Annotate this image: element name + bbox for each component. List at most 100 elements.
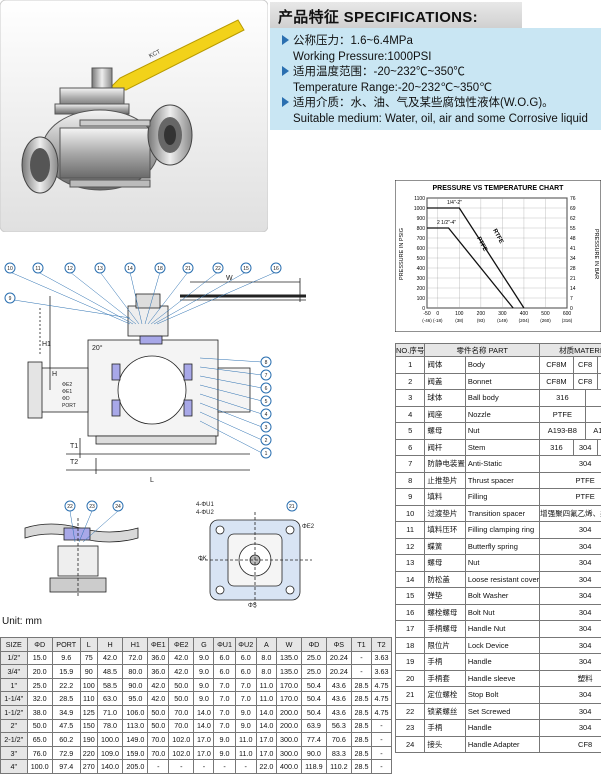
part-material: 2Cr13 — [596, 438, 601, 456]
callout-23: 23 — [78, 500, 98, 543]
dims-cell: 28.5 — [350, 745, 372, 761]
callout-4: 4 — [199, 393, 272, 420]
part-material: 304 — [539, 587, 601, 605]
dims-cell: 4.75 — [370, 704, 393, 720]
dims-cell: 78.0 — [96, 718, 124, 734]
dims-cell: 7.0 — [234, 691, 257, 706]
part-name-en: Lock Device — [464, 636, 541, 654]
callout-21: 21 — [147, 262, 194, 325]
tick-left: 1100 — [414, 196, 425, 202]
dims-cell: 106.0 — [122, 704, 149, 720]
part-name-cn: 手柄螺母 — [424, 620, 466, 638]
dims-header-cell: H1 — [122, 637, 149, 652]
dims-cell: 205.0 — [122, 759, 149, 774]
dim-t2: T2 — [70, 459, 78, 466]
dims-cell: 3/4" — [0, 664, 28, 679]
parts-header-part: 零件名称 PART — [424, 343, 541, 357]
spec-line-text: Working Pressure:1000PSI — [293, 50, 432, 63]
dims-cell: 20.24 — [325, 650, 352, 666]
dims-header-cell: W — [275, 637, 303, 652]
part-no: 15 — [394, 587, 426, 605]
table-row: 2阀盖BonnetCF8MCF8WCB — [394, 372, 601, 390]
spec-line-3: Temperature Range:-20~232℃~350℃ — [282, 81, 492, 95]
dims-cell: 58.5 — [96, 677, 124, 693]
dims-cell: 77.4 — [301, 732, 327, 747]
dims-header-cell: H — [96, 637, 124, 652]
part-name-cn: 阀座 — [424, 405, 466, 423]
parts-header-material: 材质MATERIAL — [539, 343, 601, 357]
tick-x: 200 — [477, 311, 486, 317]
dims-cell: 63.9 — [301, 718, 327, 734]
part-name-cn: 止推垫片 — [424, 471, 466, 489]
part-material: 316 — [539, 389, 586, 407]
dims-cell: 20.0 — [26, 664, 53, 679]
triangle-bullet-icon — [282, 97, 289, 107]
parts-header-no: NO.序号 — [394, 343, 426, 357]
dims-cell: 6.0 — [234, 650, 257, 666]
dims-cell: 100 — [79, 677, 98, 693]
dims-cell: 159.0 — [122, 745, 149, 761]
spec-line-text: 公称压力：1.6~6.4MPa — [293, 35, 413, 47]
dims-cell: 14.0 — [193, 718, 215, 734]
tick-x: 100 — [455, 311, 464, 317]
dims-cell: 70.6 — [325, 732, 352, 747]
part-name-cn: 球体 — [424, 389, 466, 407]
part-no: 21 — [394, 686, 426, 704]
tick-left: 1000 — [414, 206, 425, 212]
part-no: 12 — [394, 537, 426, 555]
part-material: CF8 — [572, 372, 598, 390]
svg-text:8: 8 — [265, 360, 268, 366]
dims-cell: 200.0 — [275, 704, 303, 720]
dims-cell: 50.4 — [301, 677, 327, 693]
dims-cell: - — [370, 732, 393, 747]
dim-t1: T1 — [70, 443, 78, 450]
callout-9: 9 — [4, 292, 131, 319]
dims-header-cell: SIZE — [0, 637, 28, 652]
callout-21: 21 — [289, 504, 295, 510]
callout-8: 8 — [199, 356, 272, 368]
dims-cell: 9.0 — [213, 732, 236, 747]
dims-cell: 9.0 — [213, 745, 236, 761]
tick-left: 0 — [422, 306, 425, 312]
chart-title: PRESSURE VS TEMPERATURE CHART — [433, 185, 565, 192]
dims-cell: 9.0 — [193, 677, 215, 693]
dims-header-cell: ΦD — [301, 637, 327, 652]
callout-2: 2 — [199, 411, 272, 446]
dims-cell: 42.0 — [168, 664, 195, 679]
dims-cell: 50.4 — [301, 704, 327, 720]
spec-line-text: Temperature Range:-20~232℃~350℃ — [293, 81, 493, 94]
dims-cell: 50.0 — [147, 704, 170, 720]
tick-left: 300 — [417, 276, 426, 282]
callout-13: 13 — [94, 262, 140, 325]
table-row: 1阀体BodyCF8MCF8WCB — [394, 356, 601, 374]
dims-cell: 300.0 — [275, 745, 303, 761]
tick-left: 500 — [417, 256, 426, 262]
dims-cell: 90.0 — [301, 745, 327, 761]
part-name-cn: 填料压环 — [424, 521, 466, 539]
part-name-cn: 手柄 — [424, 719, 466, 737]
dim-phi-e2: ΦE2 — [62, 382, 72, 388]
dims-cell: 200.0 — [275, 718, 303, 734]
part-name-cn: 蝶簧 — [424, 537, 466, 555]
part-name-cn: 手柄 — [424, 653, 466, 671]
part-material: 304 — [539, 455, 601, 473]
dims-cell: 102.0 — [168, 732, 195, 747]
dims-cell: 75 — [79, 650, 98, 666]
dims-header-cell: ΦS — [325, 637, 352, 652]
dims-cell: 28.5 — [350, 718, 372, 734]
callout-15: 15 — [153, 262, 252, 325]
part-material: 塑料 — [539, 669, 601, 687]
dim-phi-d: ΦD — [62, 396, 70, 402]
dims-cell: 97.4 — [51, 759, 81, 774]
dims-cell: 90 — [79, 664, 98, 679]
dims-cell: 38.0 — [26, 704, 53, 720]
dims-cell: 71.0 — [96, 704, 124, 720]
dims-header-cell: ΦD — [26, 637, 53, 652]
svg-text:9: 9 — [9, 296, 12, 302]
dims-cell: 43.6 — [325, 691, 352, 706]
dims-cell: 15.0 — [26, 650, 53, 666]
